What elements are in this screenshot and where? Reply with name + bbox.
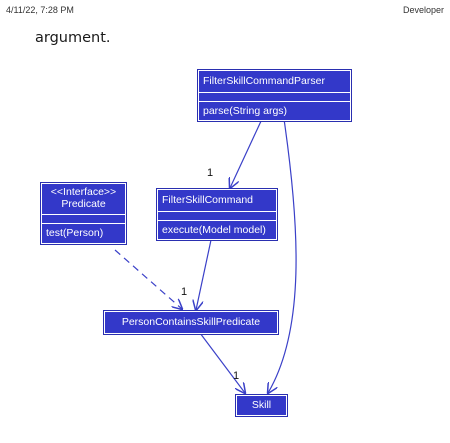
print-timestamp: 4/11/22, 7:28 PM	[6, 5, 74, 15]
class-method: test(Person)	[46, 227, 104, 239]
class-name: FilterSkillCommand	[162, 194, 254, 206]
class-method: execute(Model model)	[162, 224, 266, 236]
association-parser-command	[230, 118, 263, 188]
association-parser-skill	[268, 118, 297, 393]
class-method: parse(String args)	[203, 105, 288, 117]
realization-contains-predicate	[114, 249, 182, 309]
class-name: PersonContainsSkillPredicate	[121, 316, 261, 328]
print-title: Developer	[402, 5, 444, 15]
association-contains-skill	[199, 332, 245, 393]
class-name: Skill	[251, 399, 272, 411]
class-filter-skill-command-parser: FilterSkillCommandParser parse(String ar…	[197, 69, 352, 122]
class-name: Predicate	[61, 198, 106, 210]
body-text: argument.	[35, 30, 111, 46]
class-name: FilterSkillCommandParser	[203, 75, 325, 87]
association-command-contains	[196, 239, 212, 310]
class-predicate-interface: <<Interface>> Predicate test(Person)	[40, 182, 127, 245]
class-filter-skill-command: FilterSkillCommand execute(Model model)	[156, 188, 278, 241]
multiplicity-skill: 1	[233, 370, 240, 382]
class-stereotype: <<Interface>>	[50, 186, 117, 198]
multiplicity-contains: 1	[181, 286, 188, 298]
multiplicity-parser-command: 1	[207, 167, 214, 179]
class-person-contains-skill-predicate: PersonContainsSkillPredicate	[103, 310, 279, 335]
class-skill: Skill	[235, 394, 288, 417]
